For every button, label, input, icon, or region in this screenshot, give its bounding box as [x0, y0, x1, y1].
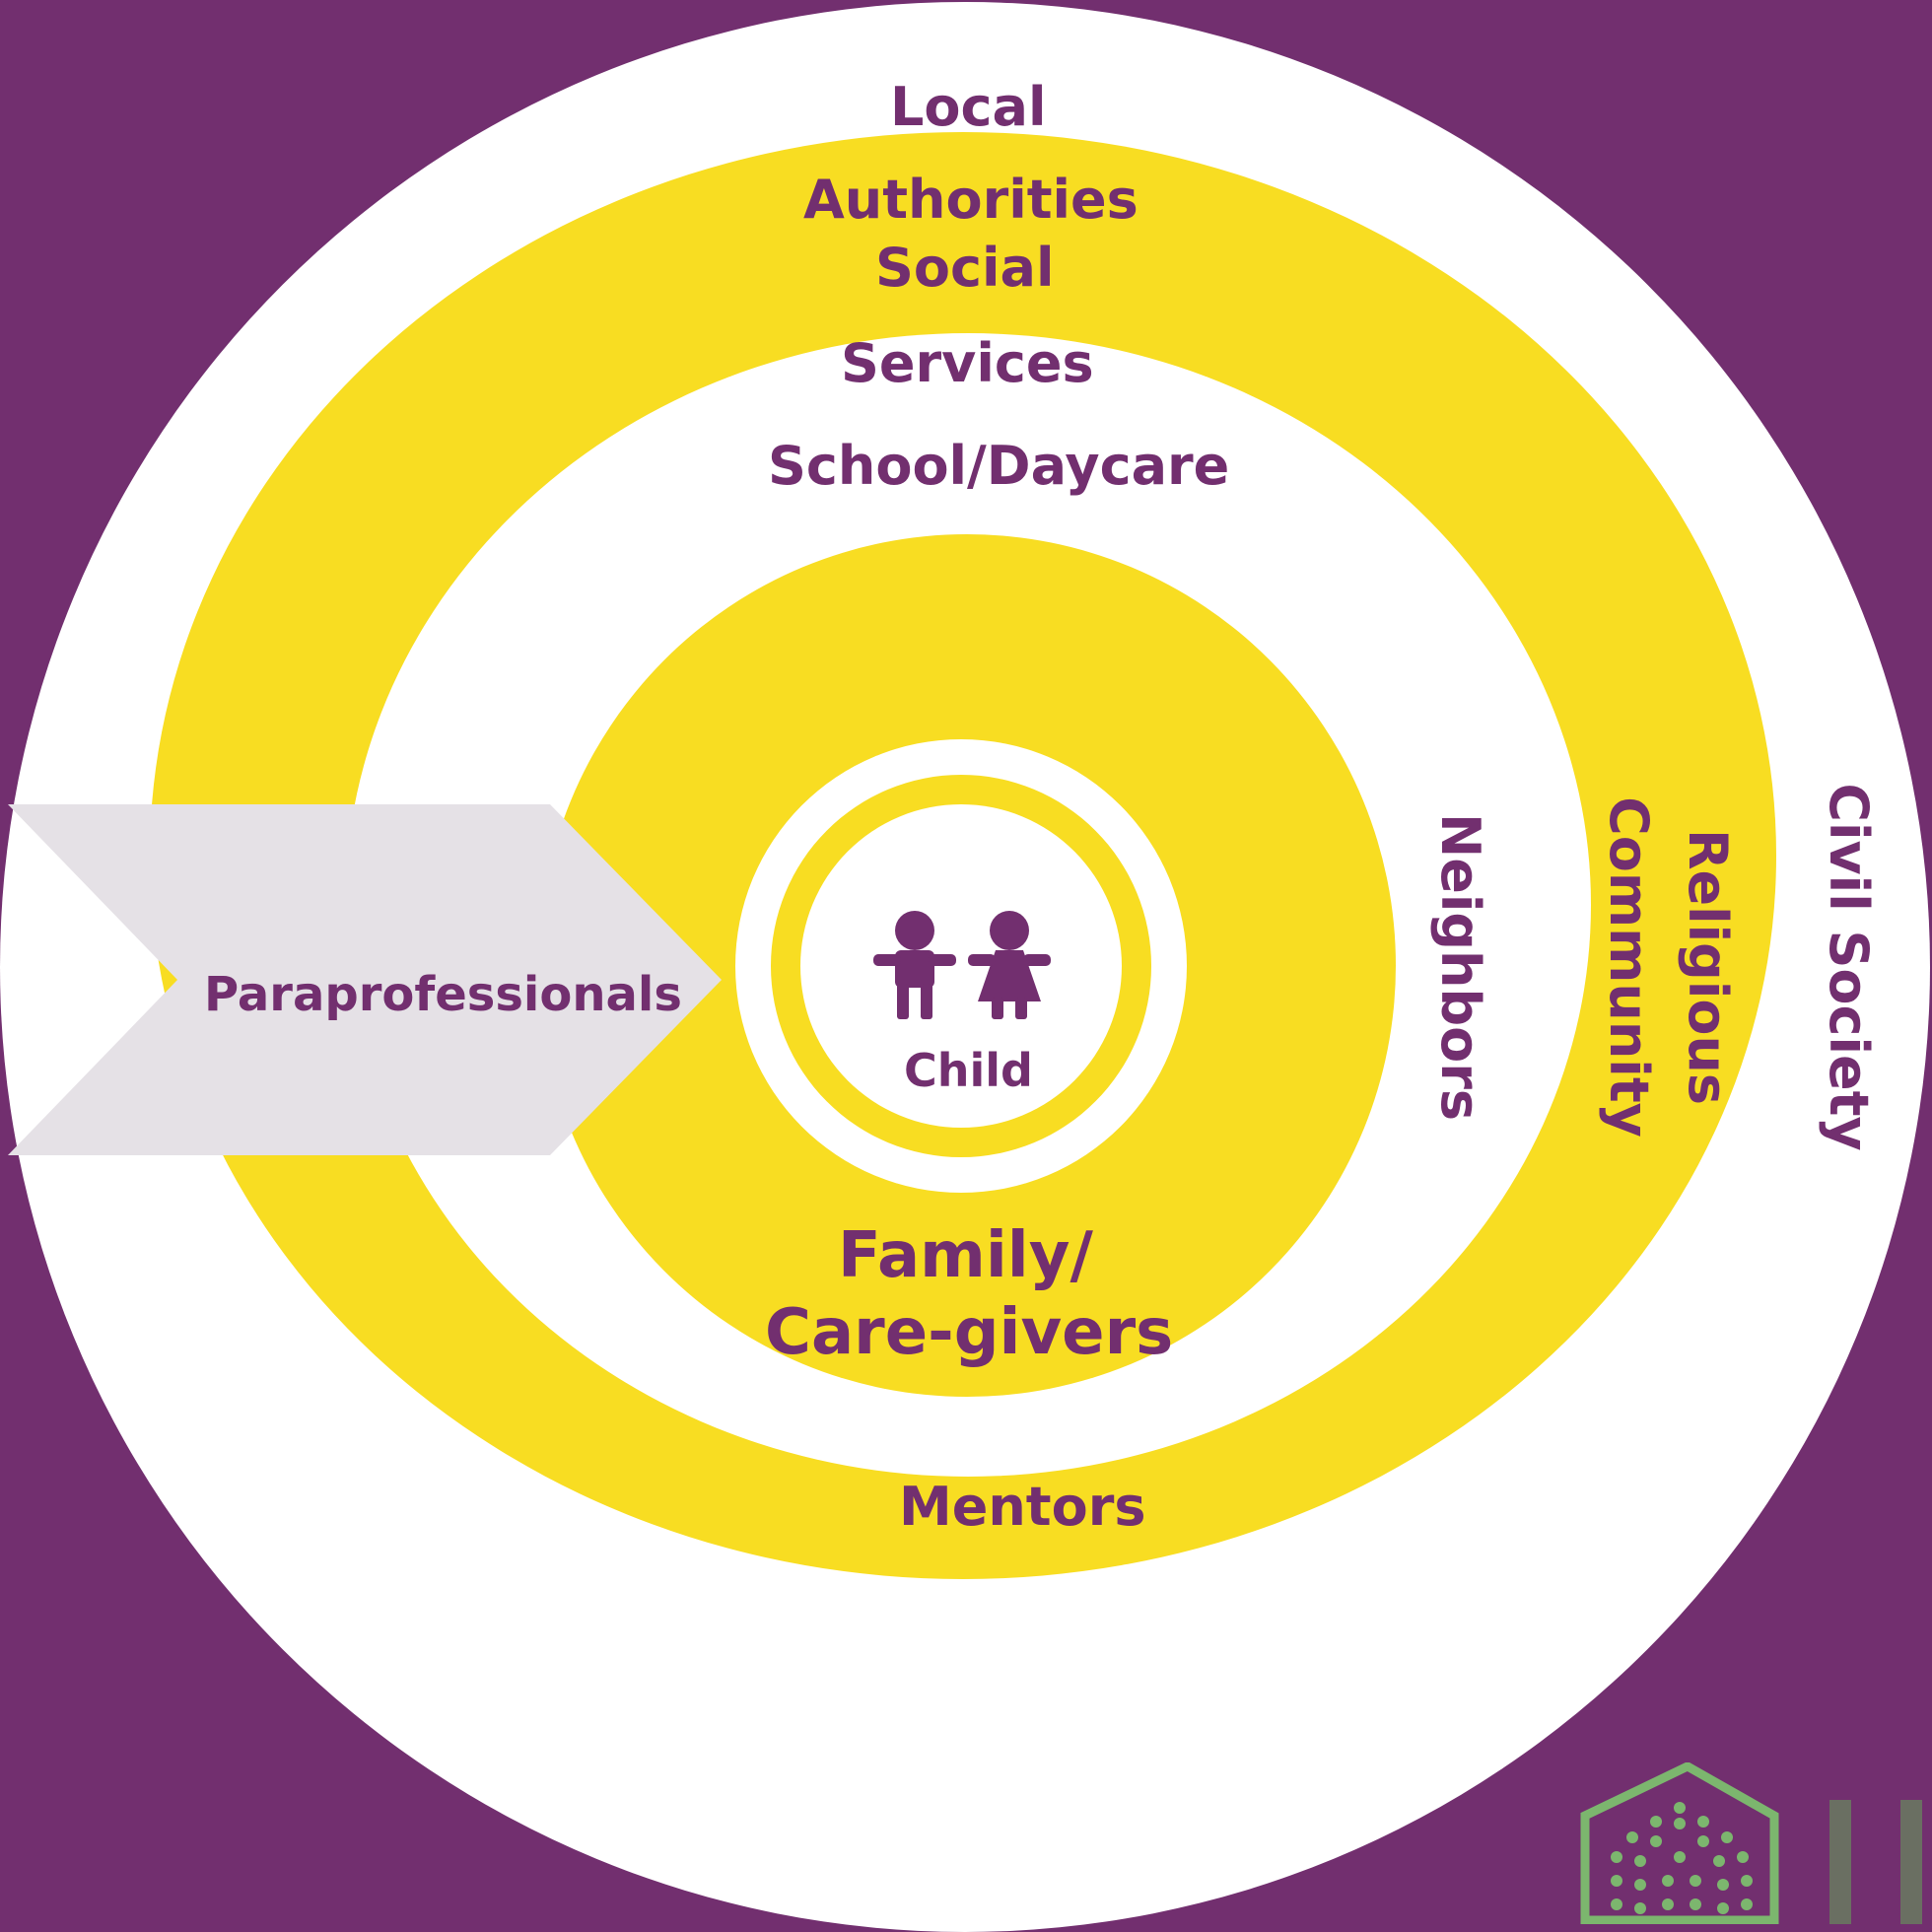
family-label-line2: Care-givers	[765, 1296, 1174, 1369]
mentors-label: Mentors	[899, 1476, 1146, 1538]
family-label-line1: Family/	[838, 1219, 1093, 1292]
paraprofessionals-chevron	[8, 804, 722, 1155]
boy-and-girl-icon	[873, 911, 1051, 1019]
local-authorities-label-line2: Authorities	[803, 169, 1138, 231]
paraprofessionals-label: Paraprofessionals	[204, 967, 682, 1022]
school-daycare-label: School/Daycare	[768, 435, 1230, 497]
ring-child	[800, 804, 1122, 1128]
social-services-label-line2: Services	[841, 332, 1094, 394]
civil-society-label: Civil Society	[1818, 783, 1880, 1151]
religious-label: Religious	[1677, 828, 1739, 1106]
community-label: Community	[1598, 796, 1660, 1138]
neighbors-label: Neighbors	[1429, 813, 1491, 1121]
local-authorities-label-line1: Local	[890, 76, 1047, 138]
hexagon-dots-logo	[1580, 1762, 1922, 1924]
social-services-label-line1: Social	[875, 237, 1055, 299]
child-label: Child	[904, 1044, 1033, 1097]
